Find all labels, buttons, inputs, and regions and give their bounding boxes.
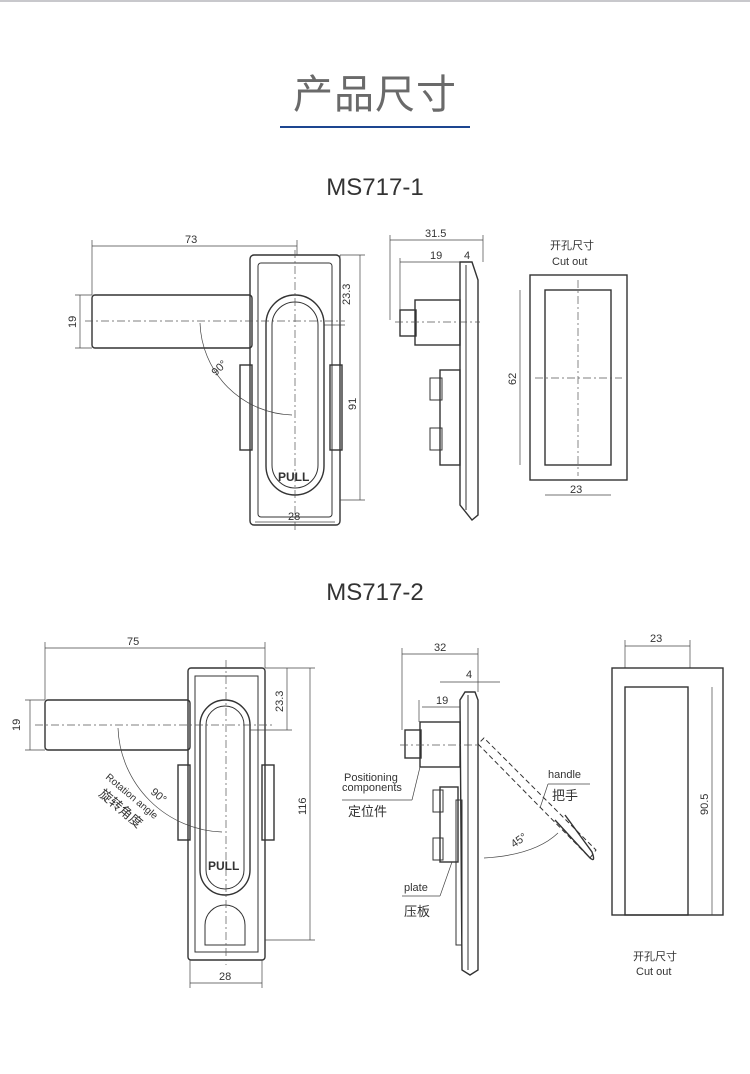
angle-label: 90° (210, 358, 230, 378)
dim-lock-depth: 19 (436, 695, 448, 707)
dim-height: 91 (347, 398, 359, 410)
ms717-1-side-view: 31.5 19 4 (389, 228, 484, 521)
cutout-label-cn: 开孔尺寸 (633, 949, 677, 963)
dim-depth: 31.5 (425, 228, 446, 240)
plate-label-cn: 压板 (404, 904, 430, 919)
dim-cutout-width: 23 (650, 633, 662, 645)
top-divider (0, 0, 750, 2)
cutout-label-en: Cut out (636, 966, 671, 978)
dim-top-offset: 23.3 (341, 284, 353, 305)
dim-cutout-height: 62 (507, 373, 519, 385)
model-title-2: MS717-2 (326, 579, 424, 606)
model-title-1: MS717-1 (326, 174, 424, 201)
pull-label: PULL (278, 470, 309, 484)
positioning-label-cn: 定位件 (348, 804, 387, 819)
ms717-2-side-view: 45° 32 4 19 Positioning components 定位件 p… (342, 642, 597, 976)
positioning-label-en: Positioning (344, 772, 398, 784)
dim-width: 75 (127, 636, 139, 648)
handle-label-en: handle (548, 769, 581, 781)
dim-cutout-width: 23 (570, 484, 582, 496)
side-angle-label: 45° (509, 831, 530, 850)
positioning-label-en2: components (342, 782, 402, 794)
dim-width: 73 (185, 234, 197, 246)
dim-cutout-height: 90.5 (699, 794, 711, 815)
cutout-label-en: Cut out (552, 256, 587, 268)
dim-handle-height: 19 (67, 316, 79, 328)
dim-plate: 4 (464, 250, 470, 262)
handle-label-cn: 把手 (552, 788, 578, 803)
dim-body-width: 28 (219, 971, 231, 983)
page-title: 产品尺寸 (293, 72, 457, 118)
dim-lock-depth: 19 (430, 250, 442, 262)
dim-handle-height: 19 (11, 719, 23, 731)
title-underline (280, 126, 470, 128)
angle-label: 90° (148, 786, 168, 806)
plate-label-en: plate (404, 882, 428, 894)
ms717-2-front-view: 90° Rotation angle 旋转角度 PULL 75 19 23.3 … (11, 636, 315, 988)
dim-height: 116 (297, 797, 309, 815)
pull-label: PULL (208, 859, 239, 873)
ms717-2-cutout: 23 90.5 开孔尺寸 Cut out (611, 633, 724, 978)
ms717-1-cutout: 开孔尺寸 Cut out 62 23 (507, 238, 628, 496)
cutout-label-cn: 开孔尺寸 (550, 238, 594, 252)
dim-depth: 32 (434, 642, 446, 654)
ms717-1-front-view: 90° PULL 73 19 23.3 91 28 (67, 234, 365, 530)
dim-top-offset: 23.3 (274, 691, 286, 712)
dim-plate: 4 (466, 669, 472, 681)
dim-body-width: 28 (288, 511, 300, 523)
